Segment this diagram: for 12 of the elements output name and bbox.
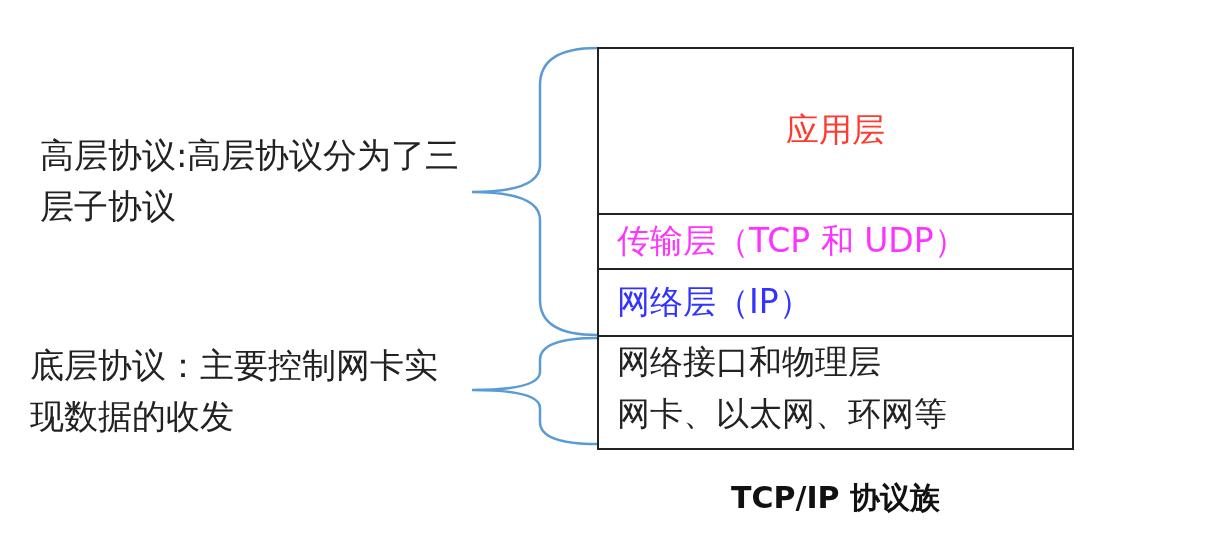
- annotation-text: 高层协议:高层协议分为了三层子协议: [40, 134, 461, 228]
- protocol-layer: [597, 335, 1074, 450]
- protocol-layer: [597, 47, 1074, 215]
- caption: TCP/IP 协议族: [730, 479, 941, 517]
- protocol-layer: [597, 213, 1074, 270]
- layer-name: 网络接口和物理层: [617, 341, 881, 383]
- annotation-text: 底层协议：主要控制网卡实现数据的收发: [30, 344, 439, 438]
- layer-name: 应用层: [786, 109, 885, 151]
- layer-description: 网卡、以太网、环网等: [617, 393, 947, 435]
- layer-name: 传输层（TCP 和 UDP）: [617, 219, 967, 261]
- protocol-layer: [597, 268, 1074, 337]
- layer-name: 网络层（IP）: [617, 280, 812, 322]
